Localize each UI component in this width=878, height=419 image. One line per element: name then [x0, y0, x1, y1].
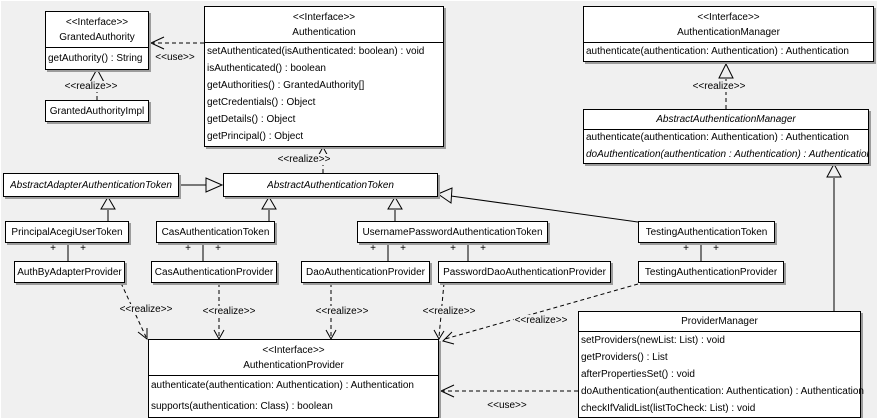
method-row: authenticate(authentication: Authenticat… [586, 46, 849, 57]
plus-label: + [480, 243, 486, 254]
method-row: authenticate(authentication: Authenticat… [151, 380, 414, 392]
use-label: <<use>> [154, 52, 196, 63]
class-name: AbstractAuthenticationToken [267, 179, 394, 191]
generalization-testing-authentication-token [436, 187, 639, 223]
realize-arrow-testing-authentication-provider [442, 283, 639, 345]
method-row: doAuthentication(authentication : Authen… [586, 148, 868, 160]
method-row: getDetails() : Object [207, 114, 296, 126]
class-name: AbstractAdapterAuthenticationToken [10, 179, 172, 191]
class-name: PasswordDaoAuthenticationProvider [443, 266, 606, 278]
class-authentication: <<Interface>> Authentication setAuthenti… [204, 6, 444, 147]
class-name: GrantedAuthorityImpl [49, 105, 145, 117]
method-row: isAuthenticated() : boolean [207, 62, 326, 74]
class-testing-authentication-token: TestingAuthenticationToken [638, 221, 775, 243]
class-cas-authentication-provider: CasAuthenticationProvider [151, 261, 277, 283]
realize-label: <<realize>> [201, 306, 257, 317]
use-arrow-authentication-to-granted-authority [149, 36, 204, 50]
class-name: AuthByAdapterProvider [17, 266, 122, 278]
class-principal-acegi-user-token: PrincipalAcegiUserToken [5, 221, 129, 243]
realize-label: <<realize>> [118, 304, 174, 315]
class-auth-by-adapter-provider: AuthByAdapterProvider [14, 261, 125, 283]
class-name: AuthenticationProvider [243, 360, 344, 371]
class-abstract-authentication-token: AbstractAuthenticationToken [223, 173, 438, 197]
method-row: getAuthorities() : GrantedAuthority[] [207, 79, 365, 91]
stereotype-label: <<Interface>> [262, 345, 325, 356]
class-name: Authentication [292, 27, 356, 38]
plus-label: + [400, 243, 406, 254]
method-row: doAuthentication(authentication: Authent… [581, 385, 864, 397]
method-row: getCredentials() : Object [207, 97, 316, 109]
stereotype-label: <<Interface>> [65, 17, 129, 28]
class-provider-manager: ProviderManager setProviders(newList: Li… [578, 311, 864, 418]
method-row: getPrincipal() : Object [207, 131, 304, 143]
method-row: getProviders() : List [581, 351, 668, 363]
method-row: checkIfValidList(listToCheck: List) : vo… [581, 402, 756, 414]
generalization-principal-acegi-user-token [100, 196, 116, 221]
class-name: DaoAuthenticationProvider [306, 266, 425, 278]
class-dao-authentication-provider: DaoAuthenticationProvider [301, 261, 430, 283]
generalization-username-password-token [387, 196, 403, 221]
class-abstract-adapter-authentication-token: AbstractAdapterAuthenticationToken [3, 173, 179, 197]
class-testing-authentication-provider: TestingAuthenticationProvider [638, 261, 784, 283]
class-name: PrincipalAcegiUserToken [11, 226, 123, 238]
stereotype-label: <<Interface>> [292, 12, 356, 23]
generalization-provider-manager [826, 162, 842, 311]
class-name: ProviderManager [681, 316, 758, 327]
plus-label: + [215, 243, 221, 254]
plus-label: + [185, 243, 191, 254]
generalization-abstract-adapter-token [179, 177, 224, 193]
method-row: afterPropertiesSet() : void [581, 368, 695, 380]
class-cas-authentication-token: CasAuthenticationToken [156, 221, 275, 243]
use-arrow-provider-manager [439, 384, 578, 398]
class-granted-authority: <<Interface>> GrantedAuthority getAuthor… [45, 11, 149, 70]
class-name: UsernamePasswordAuthenticationToken [362, 226, 543, 238]
method-row: supports(authentication: Class) : boolea… [151, 400, 333, 412]
method-row: setProviders(newList: List) : void [581, 334, 725, 346]
realize-label: <<realize>> [421, 306, 477, 317]
plus-label: + [450, 243, 456, 254]
plus-label: + [370, 243, 376, 254]
realize-label: <<realize>> [691, 81, 747, 92]
plus-label: + [50, 243, 56, 254]
plus-label: + [713, 243, 719, 254]
method-row: authenticate(authentication: Authenticat… [586, 132, 849, 144]
class-name: AbstractAuthenticationManager [656, 114, 796, 125]
plus-label: + [80, 243, 86, 254]
use-label: <<use>> [486, 400, 528, 411]
stereotype-label: <<Interface>> [697, 12, 760, 23]
class-name: CasAuthenticationProvider [154, 266, 274, 278]
realize-label: <<realize>> [63, 81, 119, 92]
class-authentication-manager: <<Interface>> AuthenticationManager auth… [583, 6, 874, 62]
class-name: GrantedAuthority [59, 32, 135, 43]
class-username-password-authentication-token: UsernamePasswordAuthenticationToken [357, 221, 548, 243]
realize-label: <<realize>> [513, 315, 569, 326]
method-row: getAuthority() : String [48, 52, 143, 64]
class-authentication-provider: <<Interface>> AuthenticationProvider aut… [148, 339, 439, 418]
class-abstract-authentication-manager: AbstractAuthenticationManager authentica… [583, 109, 869, 164]
realize-label: <<realize>> [314, 306, 370, 317]
generalization-cas-authentication-token [261, 196, 277, 221]
realize-arrow-password-dao-provider [433, 282, 445, 340]
realize-label: <<realize>> [276, 154, 332, 165]
class-password-dao-authentication-provider: PasswordDaoAuthenticationProvider [438, 261, 611, 283]
class-granted-authority-impl: GrantedAuthorityImpl [45, 100, 149, 122]
class-name: TestingAuthenticationProvider [644, 266, 778, 278]
class-name: TestingAuthenticationToken [645, 226, 768, 238]
class-name: AuthenticationManager [677, 27, 780, 38]
class-name: CasAuthenticationToken [161, 226, 270, 238]
method-row: setAuthenticated(isAuthenticated: boolea… [207, 45, 425, 57]
plus-label: + [683, 243, 689, 254]
